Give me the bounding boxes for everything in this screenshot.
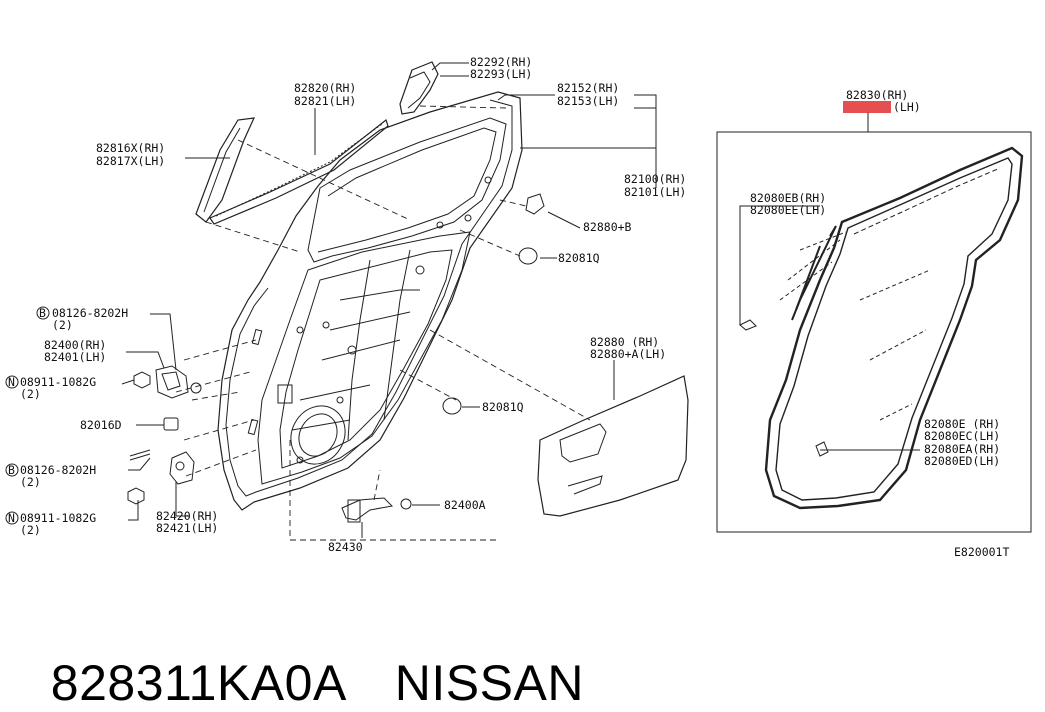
sash-trim-82816x [195,117,255,223]
label-08126-lower: 08126-8202H [20,463,96,477]
label-82152: 82152(RH) [557,81,619,95]
circle-n-upper-letter: N [8,375,15,389]
label-82081q-upper: 82081Q [558,251,600,265]
sealing-screen-82880 [537,375,689,517]
label-82293: 82293(LH) [470,67,532,81]
callout-labels: 82292(RH) 82293(LH) 82820(RH) 82821(LH) … [5,55,1009,559]
part-number: 828311KA0A [50,655,347,711]
reference-code: E820001T [954,545,1009,559]
label-82080ed: 82080ED(LH) [924,454,1000,468]
label-08126-upper: 08126-8202H [52,306,128,320]
plug-82081q-upper [518,247,538,265]
weatherstrip-82830 [739,146,1024,510]
belt-molding-82820 [209,119,389,225]
highlight-82831 [843,101,891,113]
label-08911-lower: 08911-1082G [20,511,96,525]
label-08911-upper-qty: (2) [20,387,41,401]
door-check-82430 [341,497,412,523]
caption: 828311KA0A NISSAN [22,596,584,712]
label-82153: 82153(LH) [557,94,619,108]
label-82821: 82821(LH) [294,94,356,108]
circle-b-upper [36,306,50,320]
dashed-leaders [175,105,591,541]
label-82100: 82100(RH) [624,172,686,186]
label-82080ee: 82080EE(LH) [750,203,826,217]
label-82080e: 82080E (RH) [924,417,1000,431]
label-82080ea: 82080EA(RH) [924,442,1000,456]
circle-b-upper-letter: B [39,306,46,320]
diagram-canvas: 82292(RH) 82293(LH) 82820(RH) 82821(LH) … [5,55,1032,559]
label-82401: 82401(LH) [44,350,106,364]
hinge-upper-82400 [127,365,202,505]
detail-box [716,131,1032,533]
label-82420: 82420(RH) [156,509,218,523]
hinge-lower-82420 [129,417,195,485]
label-82880a-lh: 82880+A(LH) [590,347,666,361]
label-82880-rh: 82880 (RH) [590,335,659,349]
label-08126-upper-qty: (2) [52,318,73,332]
parts-diagram: 82292(RH) 82293(LH) 82820(RH) 82821(LH) … [5,55,1032,559]
label-82292: 82292(RH) [470,55,532,69]
label-82081q-lower: 82081Q [482,400,524,414]
label-08911-upper: 08911-1082G [20,375,96,389]
label-82016d: 82016D [80,418,122,432]
label-82421: 82421(LH) [156,521,218,535]
circle-n-upper [5,375,19,389]
leader-lines [121,62,920,538]
circle-b-lower [5,463,19,477]
circle-b-lower-letter: B [8,463,15,477]
label-82831-lh: (LH) [893,100,921,114]
label-82080ec: 82080EC(LH) [924,429,1000,443]
plug-82081q-lower [442,397,462,415]
door-panel [217,91,523,511]
label-08911-lower-qty: (2) [20,523,41,537]
circle-n-lower [5,511,19,525]
label-82400a: 82400A [444,498,486,512]
circle-n-lower-letter: N [8,511,15,525]
label-82430: 82430 [328,540,363,554]
label-82817x: 82817X(LH) [96,154,165,168]
label-82101: 82101(LH) [624,185,686,199]
label-82400: 82400(RH) [44,338,106,352]
label-82820: 82820(RH) [294,81,356,95]
plug-82880b [525,193,545,215]
brand-name: NISSAN [394,655,584,711]
label-82816x: 82816X(RH) [96,141,165,155]
label-82830: 82830(RH) [846,88,908,102]
label-82880b: 82880+B [583,220,632,234]
corner-piece-82292 [399,61,439,115]
label-82080eb: 82080EB(RH) [750,191,826,205]
label-08126-lower-qty: (2) [20,475,41,489]
